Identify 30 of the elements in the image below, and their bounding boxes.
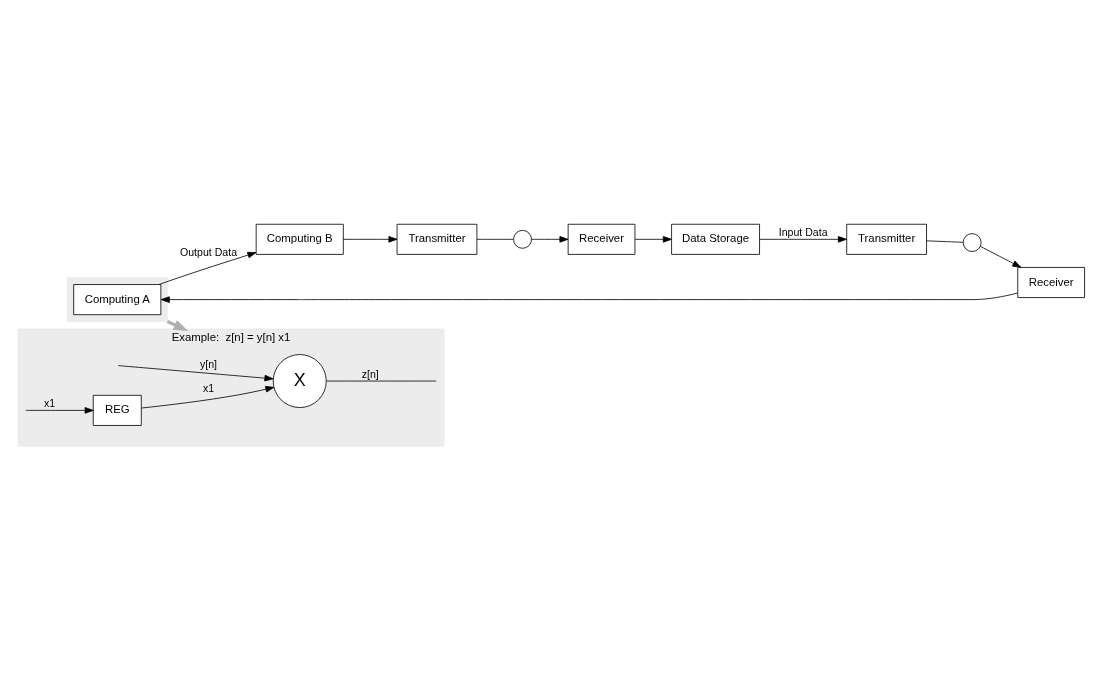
node-circle xyxy=(962,232,982,252)
connector xyxy=(926,239,964,243)
arrow xyxy=(343,235,398,243)
arrow xyxy=(160,292,1018,303)
edge-label: Input Data xyxy=(778,225,828,238)
node-box: Transmitter xyxy=(396,223,478,255)
connector xyxy=(476,238,514,240)
edge-label: z[n] xyxy=(361,367,379,380)
node-box: Computing A xyxy=(73,283,162,315)
connector xyxy=(325,380,437,381)
node-circle xyxy=(513,229,532,249)
node-box: Receiver xyxy=(1017,266,1085,298)
arrow xyxy=(531,235,569,243)
node-circle: X xyxy=(272,353,327,408)
node-box: Receiver xyxy=(567,223,636,255)
arrow xyxy=(634,235,672,243)
node-box: Computing B xyxy=(255,223,344,255)
arrow xyxy=(980,245,1022,268)
arrow xyxy=(759,235,847,243)
edge-label: x1 xyxy=(44,396,56,409)
node-box: REG xyxy=(92,394,142,426)
edge-label: x1 xyxy=(202,381,215,394)
arrow xyxy=(25,406,94,414)
node-box: Data Storage xyxy=(671,223,760,255)
edge-label: Output Data xyxy=(179,245,238,258)
arrow xyxy=(141,385,275,408)
arrow xyxy=(117,364,274,381)
arrow xyxy=(158,251,257,285)
node-box: Transmitter xyxy=(846,223,927,255)
edge-label: y[n] xyxy=(199,357,218,370)
